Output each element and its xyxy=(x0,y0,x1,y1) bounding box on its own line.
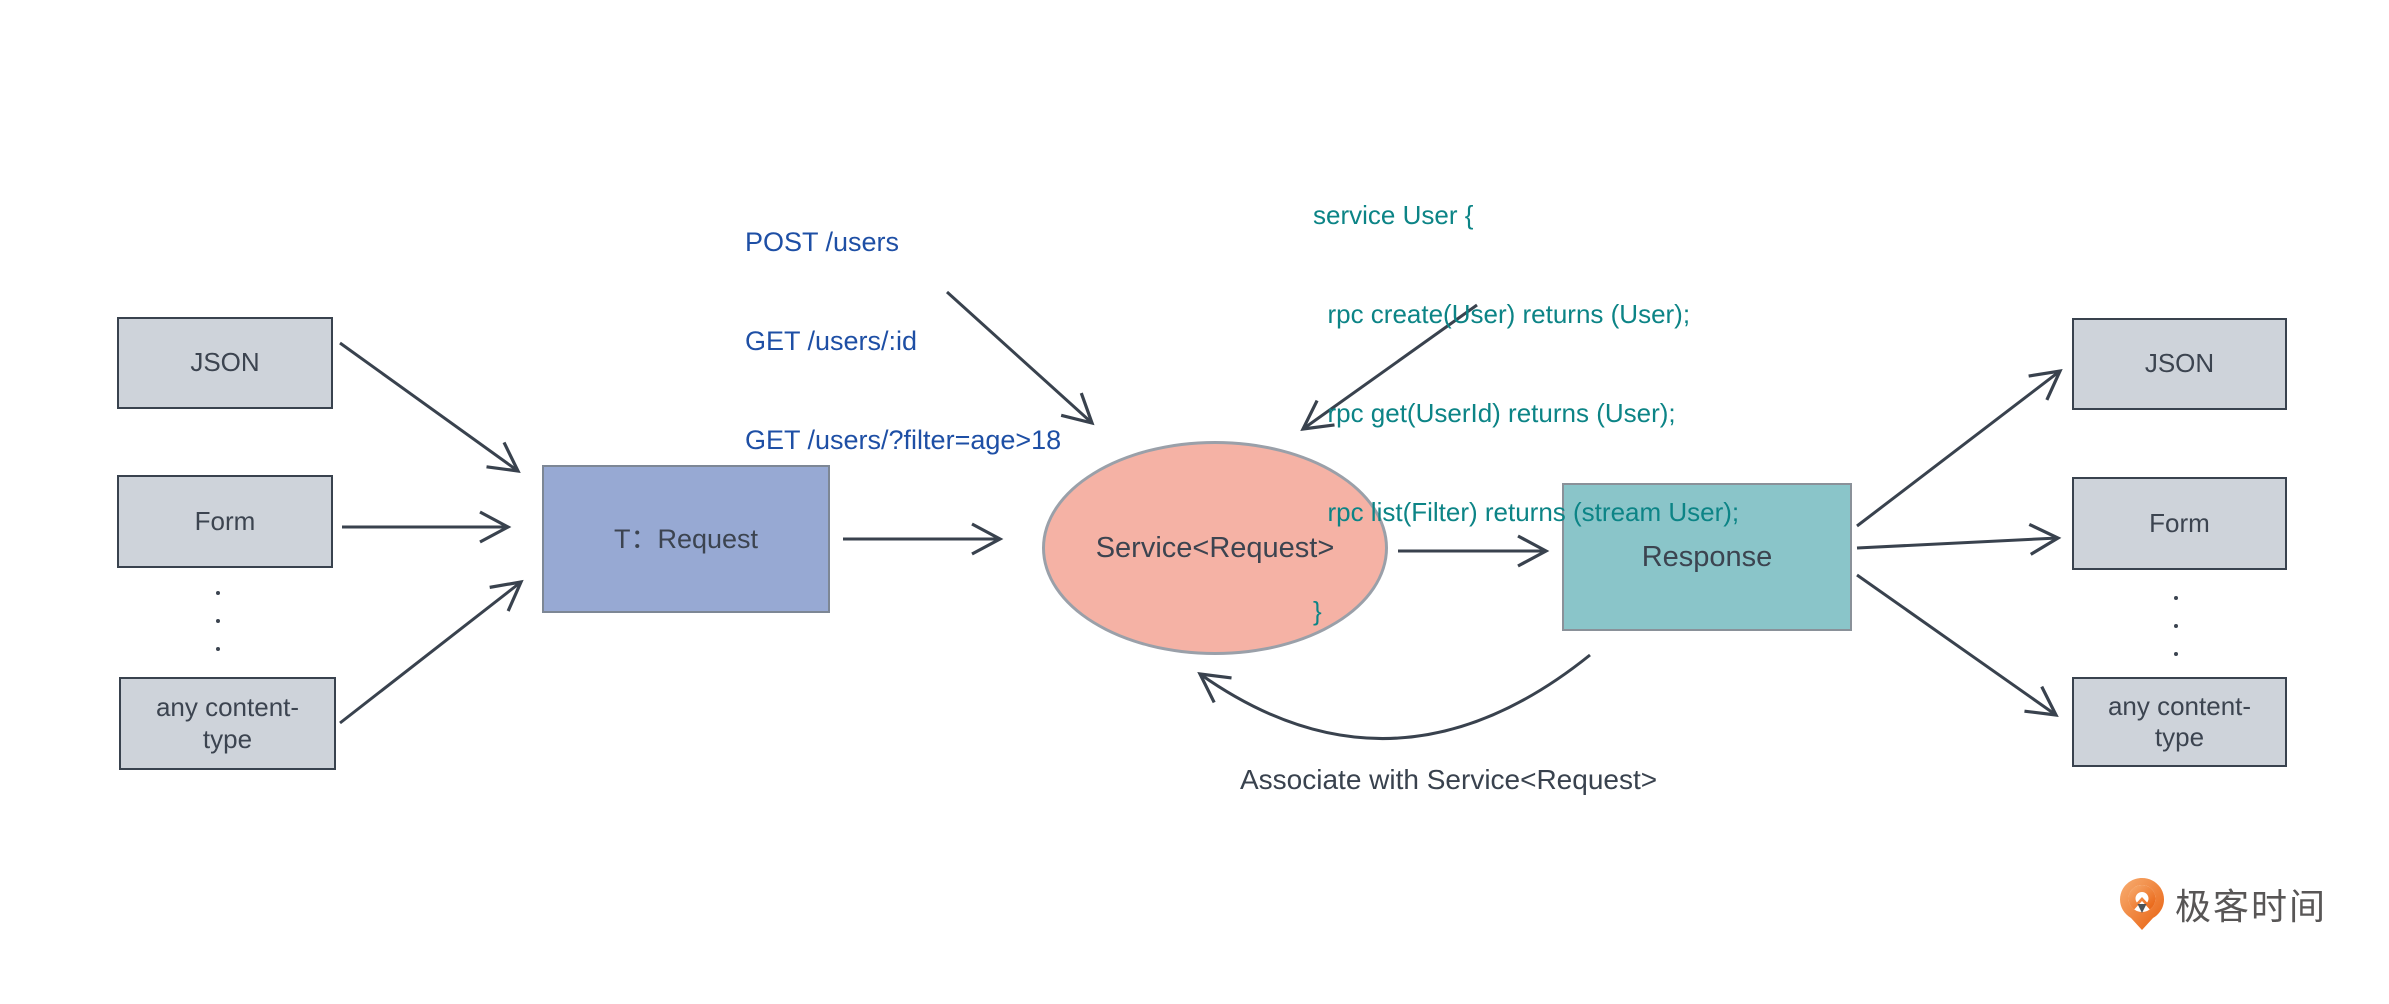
node-json-left-label: JSON xyxy=(190,347,260,378)
vertical-ellipsis-left xyxy=(216,591,220,651)
node-response-label: Response xyxy=(1641,540,1773,573)
node-t-request: T：Request xyxy=(542,465,830,613)
node-form-right: Form xyxy=(2072,477,2287,570)
node-form-right-label: Form xyxy=(2149,507,2210,538)
node-t-request-label: T：Request xyxy=(613,523,759,554)
arrow-response-to-any-right xyxy=(1856,573,2059,717)
http-note-line: POST /users xyxy=(745,227,900,257)
http-routes-note: POST /users GET /users/:id GET /users/?f… xyxy=(745,160,1061,523)
node-any-content-type-left: any content-type xyxy=(119,677,336,770)
arrow-grpc-note-to-service xyxy=(1300,303,1478,431)
grpc-service-note: service User { rpc create(User) returns … xyxy=(1313,133,1739,694)
arrow-http-note-to-service xyxy=(945,290,1095,426)
arrow-response-to-service-curved xyxy=(1197,653,1591,741)
arrow-response-to-json-right xyxy=(1856,368,2063,528)
geektime-logo: 极客时间 xyxy=(2119,876,2327,932)
node-any-content-type-right: any content-type xyxy=(2072,677,2287,767)
node-service-request: Service<Request> xyxy=(1042,441,1388,655)
node-service-request-label: Service<Request> xyxy=(1095,531,1335,564)
arrow-any-left-to-request xyxy=(339,579,524,725)
node-response: Response xyxy=(1562,483,1852,631)
node-any-content-type-left-label: any content-type xyxy=(155,692,300,754)
grpc-note-line: rpc list(Filter) returns (stream User); xyxy=(1313,497,1740,527)
grpc-note-line: service User { xyxy=(1313,200,1474,230)
vertical-ellipsis-right xyxy=(2174,596,2178,656)
node-json-right-label: JSON xyxy=(2144,348,2215,379)
node-form-left-label: Form xyxy=(194,505,256,536)
geektime-logo-icon xyxy=(2120,878,2164,930)
node-form-left: Form xyxy=(117,475,333,568)
http-note-line: GET /users/?filter=age>18 xyxy=(745,425,1062,455)
node-json-left: JSON xyxy=(117,317,333,409)
geektime-logo-text: 极客时间 xyxy=(2175,886,2328,927)
grpc-note-line: rpc create(User) returns (User); xyxy=(1313,299,1691,329)
node-any-content-type-right-label: any content-type xyxy=(2107,690,2252,752)
node-json-right: JSON xyxy=(2072,318,2287,410)
associate-label: Associate with Service<Request> xyxy=(1240,764,1658,795)
arrow-json-left-to-request xyxy=(339,341,521,473)
arrow-response-to-form-right xyxy=(1856,522,2062,556)
http-note-line: GET /users/:id xyxy=(745,326,918,356)
grpc-note-line: } xyxy=(1313,596,1322,626)
grpc-note-line: rpc get(UserId) returns (User); xyxy=(1313,398,1676,428)
